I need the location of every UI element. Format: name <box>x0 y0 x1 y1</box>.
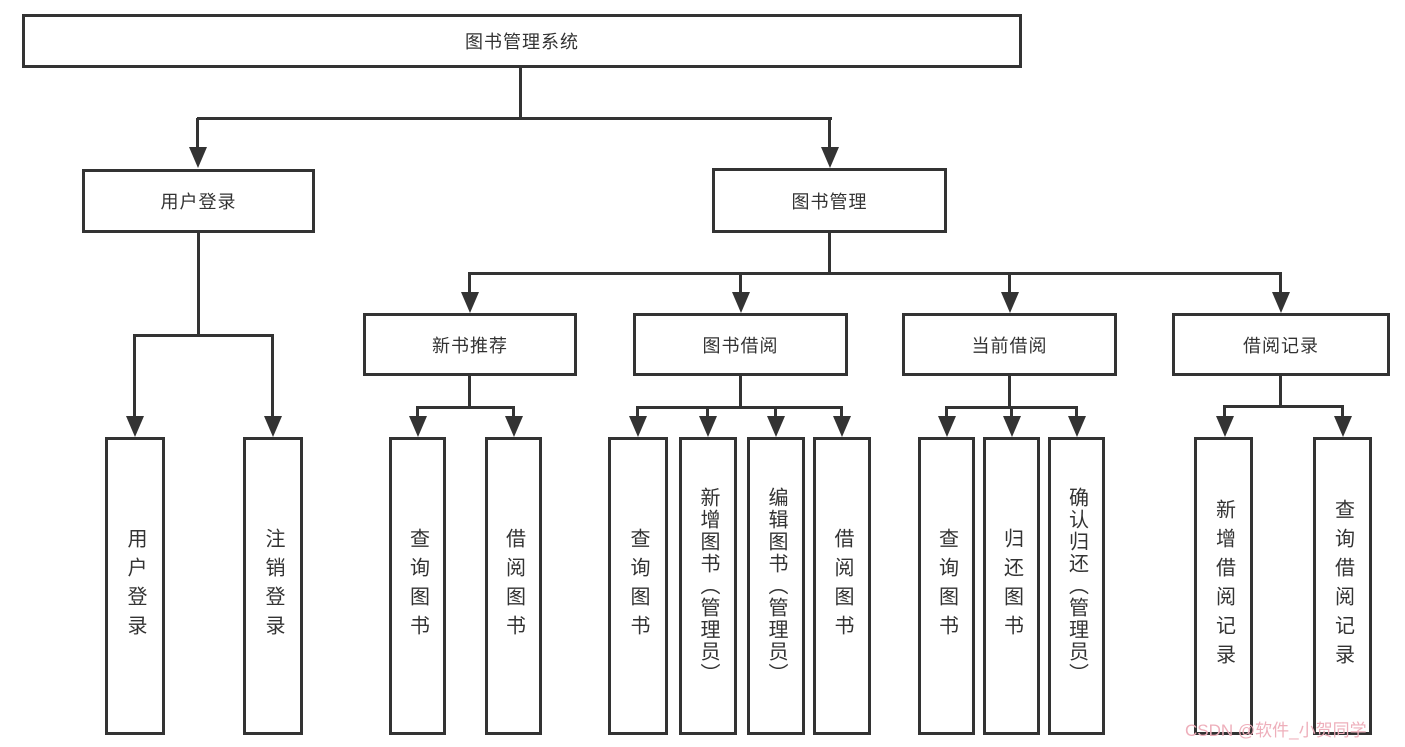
leaf-user-login: 用户登录 <box>105 437 165 735</box>
node-book-management: 图书管理 <box>712 168 947 233</box>
connector-arrow-leaf-user-login <box>126 416 144 437</box>
connector-book-management-split <box>468 272 1282 275</box>
leaf-add-borrow-record-label: 新增借阅记录 <box>1212 499 1235 673</box>
connector-arrow-leaf-query-1 <box>409 416 427 437</box>
connector-to-leaf-add-book <box>706 407 709 419</box>
node-borrow-records-label: 借阅记录 <box>1243 335 1319 356</box>
leaf-borrow-books-2-label: 借阅图书 <box>831 528 853 644</box>
node-root-label: 图书管理系统 <box>465 32 579 52</box>
leaf-logout-label: 注销登录 <box>262 528 284 644</box>
connector-arrow-leaf-edit-book <box>767 416 785 437</box>
connector-book-borrow-split <box>636 406 843 409</box>
connector-arrow-leaf-confirm-return <box>1068 416 1086 437</box>
leaf-query-books-2: 查询图书 <box>608 437 668 735</box>
connector-arrow-leaf-add-book <box>699 416 717 437</box>
connector-to-leaf-logout <box>271 335 274 418</box>
leaf-query-borrow-record: 查询借阅记录 <box>1313 437 1372 735</box>
connector-to-book-management <box>828 118 831 149</box>
connector-arrow-current-borrow <box>1001 292 1019 313</box>
connector-to-leaf-add-record <box>1223 406 1226 419</box>
connector-current-borrow-stub <box>1008 376 1011 408</box>
connector-to-borrow-records <box>1279 273 1282 294</box>
connector-arrow-new-book <box>461 292 479 313</box>
node-borrow-records: 借阅记录 <box>1172 313 1390 376</box>
node-new-book-recommend-label: 新书推荐 <box>432 335 508 356</box>
connector-to-leaf-query-3 <box>945 407 948 419</box>
leaf-query-books-1-label: 查询图书 <box>406 528 429 644</box>
leaf-return-book: 归还图书 <box>983 437 1040 735</box>
node-book-borrow: 图书借阅 <box>633 313 848 376</box>
connector-arrow-leaf-borrow-1 <box>505 416 523 437</box>
leaf-add-book-admin: 新增图书（管理员） <box>679 437 737 735</box>
connector-arrow-leaf-borrow-2 <box>833 416 851 437</box>
connector-borrow-records-stub <box>1279 376 1282 407</box>
leaf-borrow-books-1-label: 借阅图书 <box>502 528 525 644</box>
leaf-query-books-3: 查询图书 <box>918 437 975 735</box>
connector-to-leaf-edit-book <box>774 407 777 419</box>
connector-to-book-borrow <box>739 273 742 294</box>
connector-root-split <box>197 117 832 120</box>
connector-to-leaf-query-record <box>1341 406 1344 419</box>
connector-arrow-leaf-query-record <box>1334 416 1352 437</box>
connector-to-user-login <box>196 118 199 149</box>
connector-to-leaf-query-1 <box>416 407 419 419</box>
leaf-return-book-label: 归还图书 <box>1000 528 1023 644</box>
node-user-login-label: 用户登录 <box>160 192 237 212</box>
connector-book-management-stub <box>828 233 831 274</box>
leaf-add-book-admin-label: 新增图书（管理员） <box>697 487 719 685</box>
connector-to-leaf-confirm-return <box>1075 407 1078 419</box>
connector-to-new-book <box>468 273 471 294</box>
connector-to-leaf-query-2 <box>636 407 639 419</box>
leaf-confirm-return-admin: 确认归还（管理员） <box>1048 437 1105 735</box>
connector-arrow-leaf-query-3 <box>938 416 956 437</box>
leaf-query-borrow-record-label: 查询借阅记录 <box>1331 499 1354 673</box>
leaf-user-login-label: 用户登录 <box>124 528 146 644</box>
connector-to-leaf-borrow-2 <box>840 407 843 419</box>
leaf-confirm-return-admin-label: 确认归还（管理员） <box>1065 487 1088 685</box>
connector-root-stub <box>519 68 522 118</box>
leaf-edit-book-admin: 编辑图书（管理员） <box>747 437 805 735</box>
node-current-borrow: 当前借阅 <box>902 313 1117 376</box>
connector-arrow-leaf-return-book <box>1003 416 1021 437</box>
leaf-borrow-books-1: 借阅图书 <box>485 437 542 735</box>
watermark: CSDN @软件_小贺同学 <box>1185 721 1367 740</box>
connector-arrow-book-management <box>821 147 839 168</box>
connector-arrow-user-login <box>189 147 207 168</box>
connector-user-login-split <box>133 334 274 337</box>
connector-to-leaf-borrow-1 <box>512 407 515 419</box>
node-user-login: 用户登录 <box>82 169 315 233</box>
connector-borrow-records-split <box>1223 405 1344 408</box>
connector-user-login-stub <box>197 233 200 336</box>
leaf-query-books-3-label: 查询图书 <box>935 528 958 644</box>
node-current-borrow-label: 当前借阅 <box>971 335 1048 356</box>
leaf-logout: 注销登录 <box>243 437 303 735</box>
node-book-borrow-label: 图书借阅 <box>702 335 779 356</box>
leaf-edit-book-admin-label: 编辑图书（管理员） <box>765 487 787 685</box>
leaf-query-books-1: 查询图书 <box>389 437 446 735</box>
connector-book-borrow-stub <box>739 376 742 408</box>
connector-arrow-leaf-add-record <box>1216 416 1234 437</box>
node-new-book-recommend: 新书推荐 <box>363 313 577 376</box>
connector-arrow-borrow-records <box>1272 292 1290 313</box>
connector-to-leaf-user-login <box>133 335 136 418</box>
connector-to-leaf-return-book <box>1010 407 1013 419</box>
connector-arrow-leaf-query-2 <box>629 416 647 437</box>
node-root: 图书管理系统 <box>22 14 1022 68</box>
node-book-management-label: 图书管理 <box>791 191 868 212</box>
leaf-borrow-books-2: 借阅图书 <box>813 437 871 735</box>
connector-to-current-borrow <box>1008 273 1011 294</box>
connector-arrow-leaf-logout <box>264 416 282 437</box>
connector-arrow-book-borrow <box>732 292 750 313</box>
connector-new-book-stub <box>468 376 471 408</box>
connector-new-book-split <box>416 406 515 409</box>
leaf-add-borrow-record: 新增借阅记录 <box>1194 437 1253 735</box>
leaf-query-books-2-label: 查询图书 <box>627 528 649 644</box>
